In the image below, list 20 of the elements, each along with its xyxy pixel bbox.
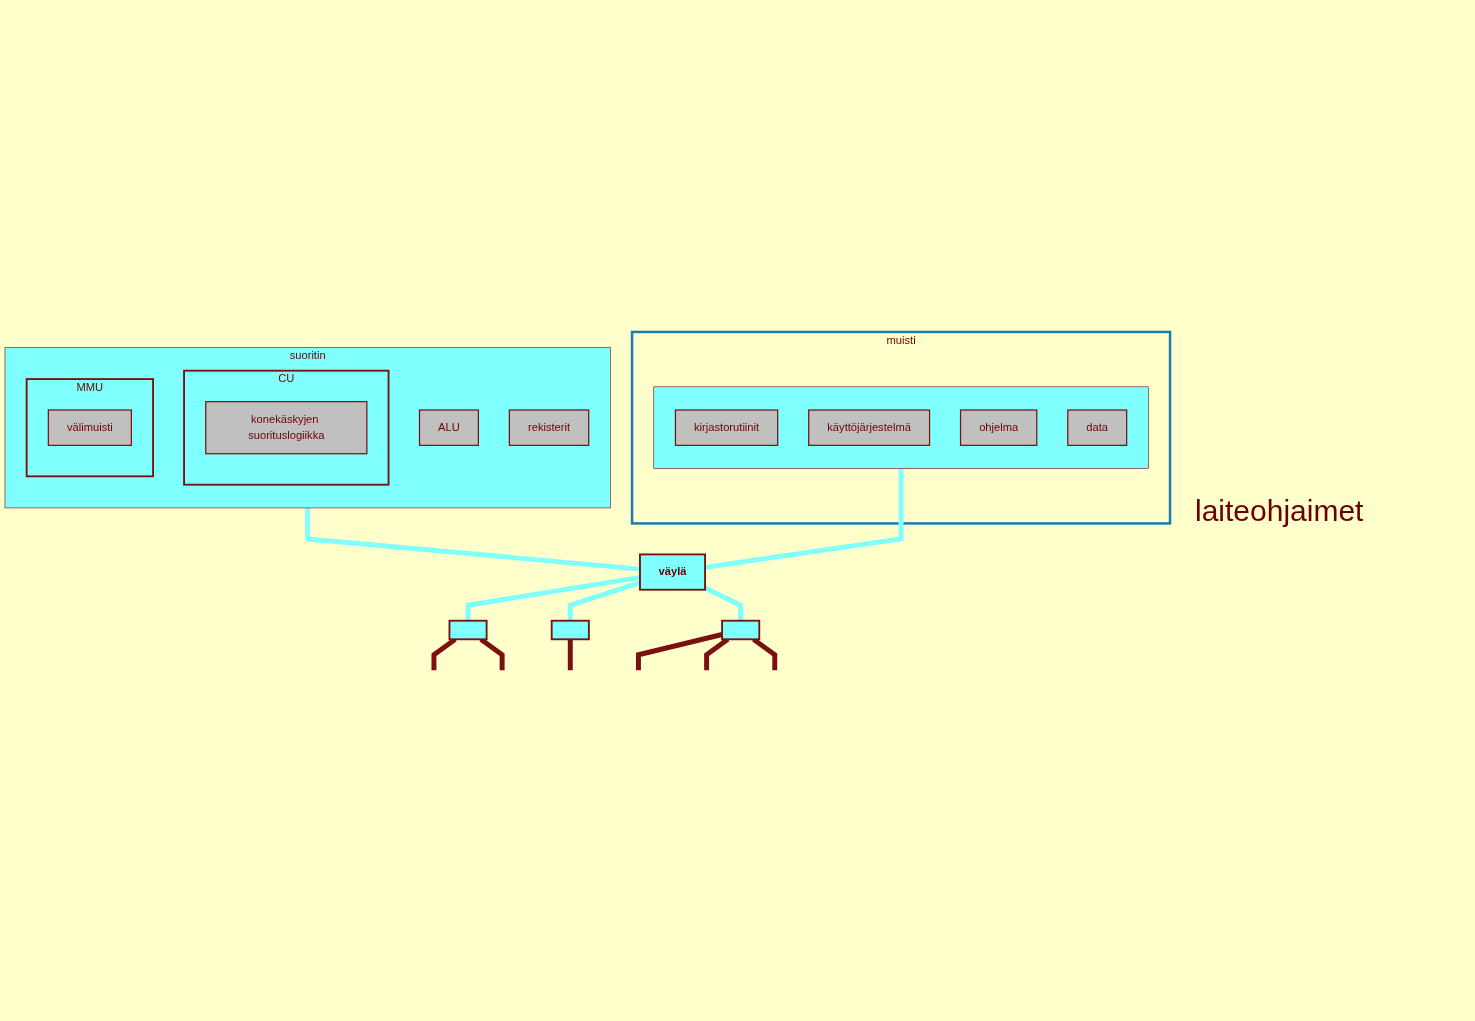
- node-box: väylä: [639, 553, 706, 591]
- node-box: käyttöjärjestelmä: [808, 409, 931, 447]
- node-box: data: [1067, 409, 1128, 447]
- node-box: välimuisti: [47, 409, 132, 447]
- label-text: laiteohjaimet: [1195, 493, 1365, 528]
- node-box: [550, 619, 590, 641]
- node-box: ALU: [418, 409, 479, 447]
- node-box: kirjastorutiinit: [674, 409, 779, 447]
- connector-line: [479, 637, 505, 671]
- connector-line: [704, 637, 730, 671]
- connector-line: [431, 637, 457, 671]
- node-box: konekäskyjen suorituslogiikka: [205, 401, 368, 455]
- node-box: ohjelma: [959, 409, 1038, 447]
- node-box: [721, 619, 761, 641]
- node-box: [448, 619, 488, 641]
- connector-line: [567, 639, 573, 671]
- cluster: [653, 386, 1149, 469]
- connector-line: [704, 585, 744, 621]
- node-box: rekisterit: [508, 409, 590, 447]
- connector-line: [635, 632, 723, 671]
